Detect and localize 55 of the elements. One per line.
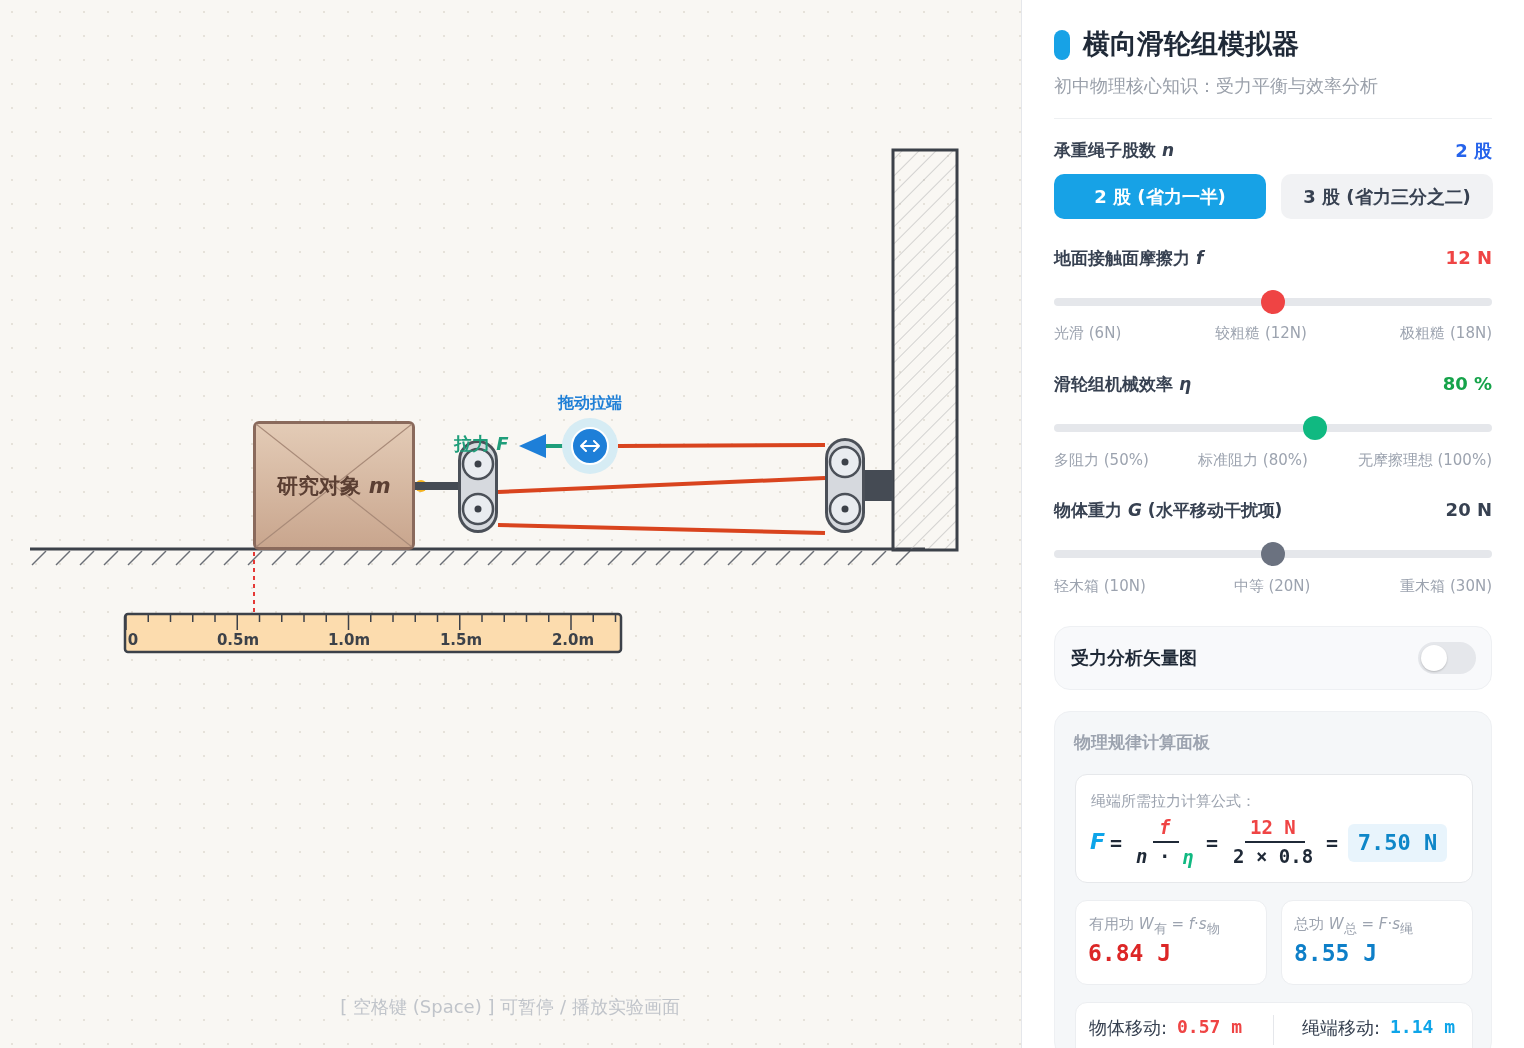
distance-label: 物体移动: <box>1089 1016 1168 1040</box>
ruler-label: 0 <box>126 631 140 649</box>
ruler-label: 1.0m <box>326 631 372 649</box>
ruler-label: 0.5m <box>215 631 261 649</box>
toggle-label: 受力分析矢量图 <box>1071 646 1197 670</box>
rope <box>618 443 825 448</box>
scale-label: 无摩擦理想 (100%) <box>1357 451 1492 470</box>
formula-value: 12 N <box>1250 816 1296 838</box>
control-label: 物体重力 G (水平移动干扰项) <box>1054 499 1283 522</box>
formula-caption: 绳端所需拉力计算公式： <box>1091 792 1256 811</box>
formula-symbol: η <box>1182 846 1194 868</box>
crate-box: 研究对象 m <box>253 421 415 550</box>
subtitle: 初中物理核心知识：受力平衡与效率分析 <box>1054 74 1378 98</box>
formula-symbol: · <box>1159 845 1171 867</box>
scale-label: 轻木箱 (10N) <box>1054 577 1146 596</box>
formula-value: 2 × 0.8 <box>1233 845 1314 867</box>
scale-label: 标准阻力 (80%) <box>1197 451 1309 470</box>
control-label: 承重绳子股数 n <box>1054 139 1175 162</box>
work-formula: 总功 W$_{总}$ = F·s$_{绳}$ <box>1294 915 1413 938</box>
scale-label: 光滑 (6N) <box>1054 324 1122 343</box>
work-value: 8.55 J <box>1294 940 1378 966</box>
distance-value: 0.57 m <box>1177 1016 1243 1037</box>
option-button: 2 股 (省力一半) <box>1054 174 1266 219</box>
scale-label: 极粗糙 (18N) <box>1400 324 1492 343</box>
scale-label: 多阻力 (50%) <box>1054 451 1149 470</box>
value-text: 80 % <box>1442 373 1492 394</box>
scale-label: 重木箱 (30N) <box>1400 577 1492 596</box>
panel-heading: 物理规律计算面板 <box>1074 731 1210 754</box>
formula-symbol: F <box>1090 829 1106 854</box>
value-text: 20 N <box>1445 499 1492 520</box>
equals-sign: = <box>1206 831 1219 855</box>
pulley-block <box>825 438 865 533</box>
formula-symbol: n <box>1136 845 1148 867</box>
handle-label: 拖动拉端 <box>556 393 623 414</box>
control-label: 地面接触面摩擦力 f <box>1054 247 1204 270</box>
distance-label: 绳端移动: <box>1302 1016 1381 1040</box>
distance-value: 1.14 m <box>1390 1016 1456 1037</box>
formula-symbol: f <box>1159 816 1171 838</box>
equals-sign: = <box>1326 831 1339 855</box>
ruler-label: 2.0m <box>550 631 596 649</box>
work-value: 6.84 J <box>1088 940 1172 966</box>
ruler-label: 1.5m <box>438 631 484 649</box>
equals-sign: = <box>1110 831 1123 855</box>
value-text: 2 股 <box>1455 139 1492 163</box>
control-label: 滑轮组机械效率 η <box>1054 373 1192 396</box>
panel-title: 横向滑轮组模拟器 <box>1083 27 1299 61</box>
option-button: 3 股 (省力三分之二) <box>1281 174 1493 219</box>
value-text: 12 N <box>1445 247 1492 268</box>
hint-text: [ 空格键 (Space) ] 可暂停 / 播放实验画面 <box>339 995 681 1019</box>
rope <box>497 476 826 494</box>
result-value: 7.50 N <box>1348 824 1447 862</box>
work-formula: 有用功 W$_{有}$ = f·s$_{物}$ <box>1089 915 1220 938</box>
scale-label: 中等 (20N) <box>1232 577 1312 596</box>
rope <box>497 523 826 535</box>
scale-label: 较粗糙 (12N) <box>1214 324 1308 343</box>
